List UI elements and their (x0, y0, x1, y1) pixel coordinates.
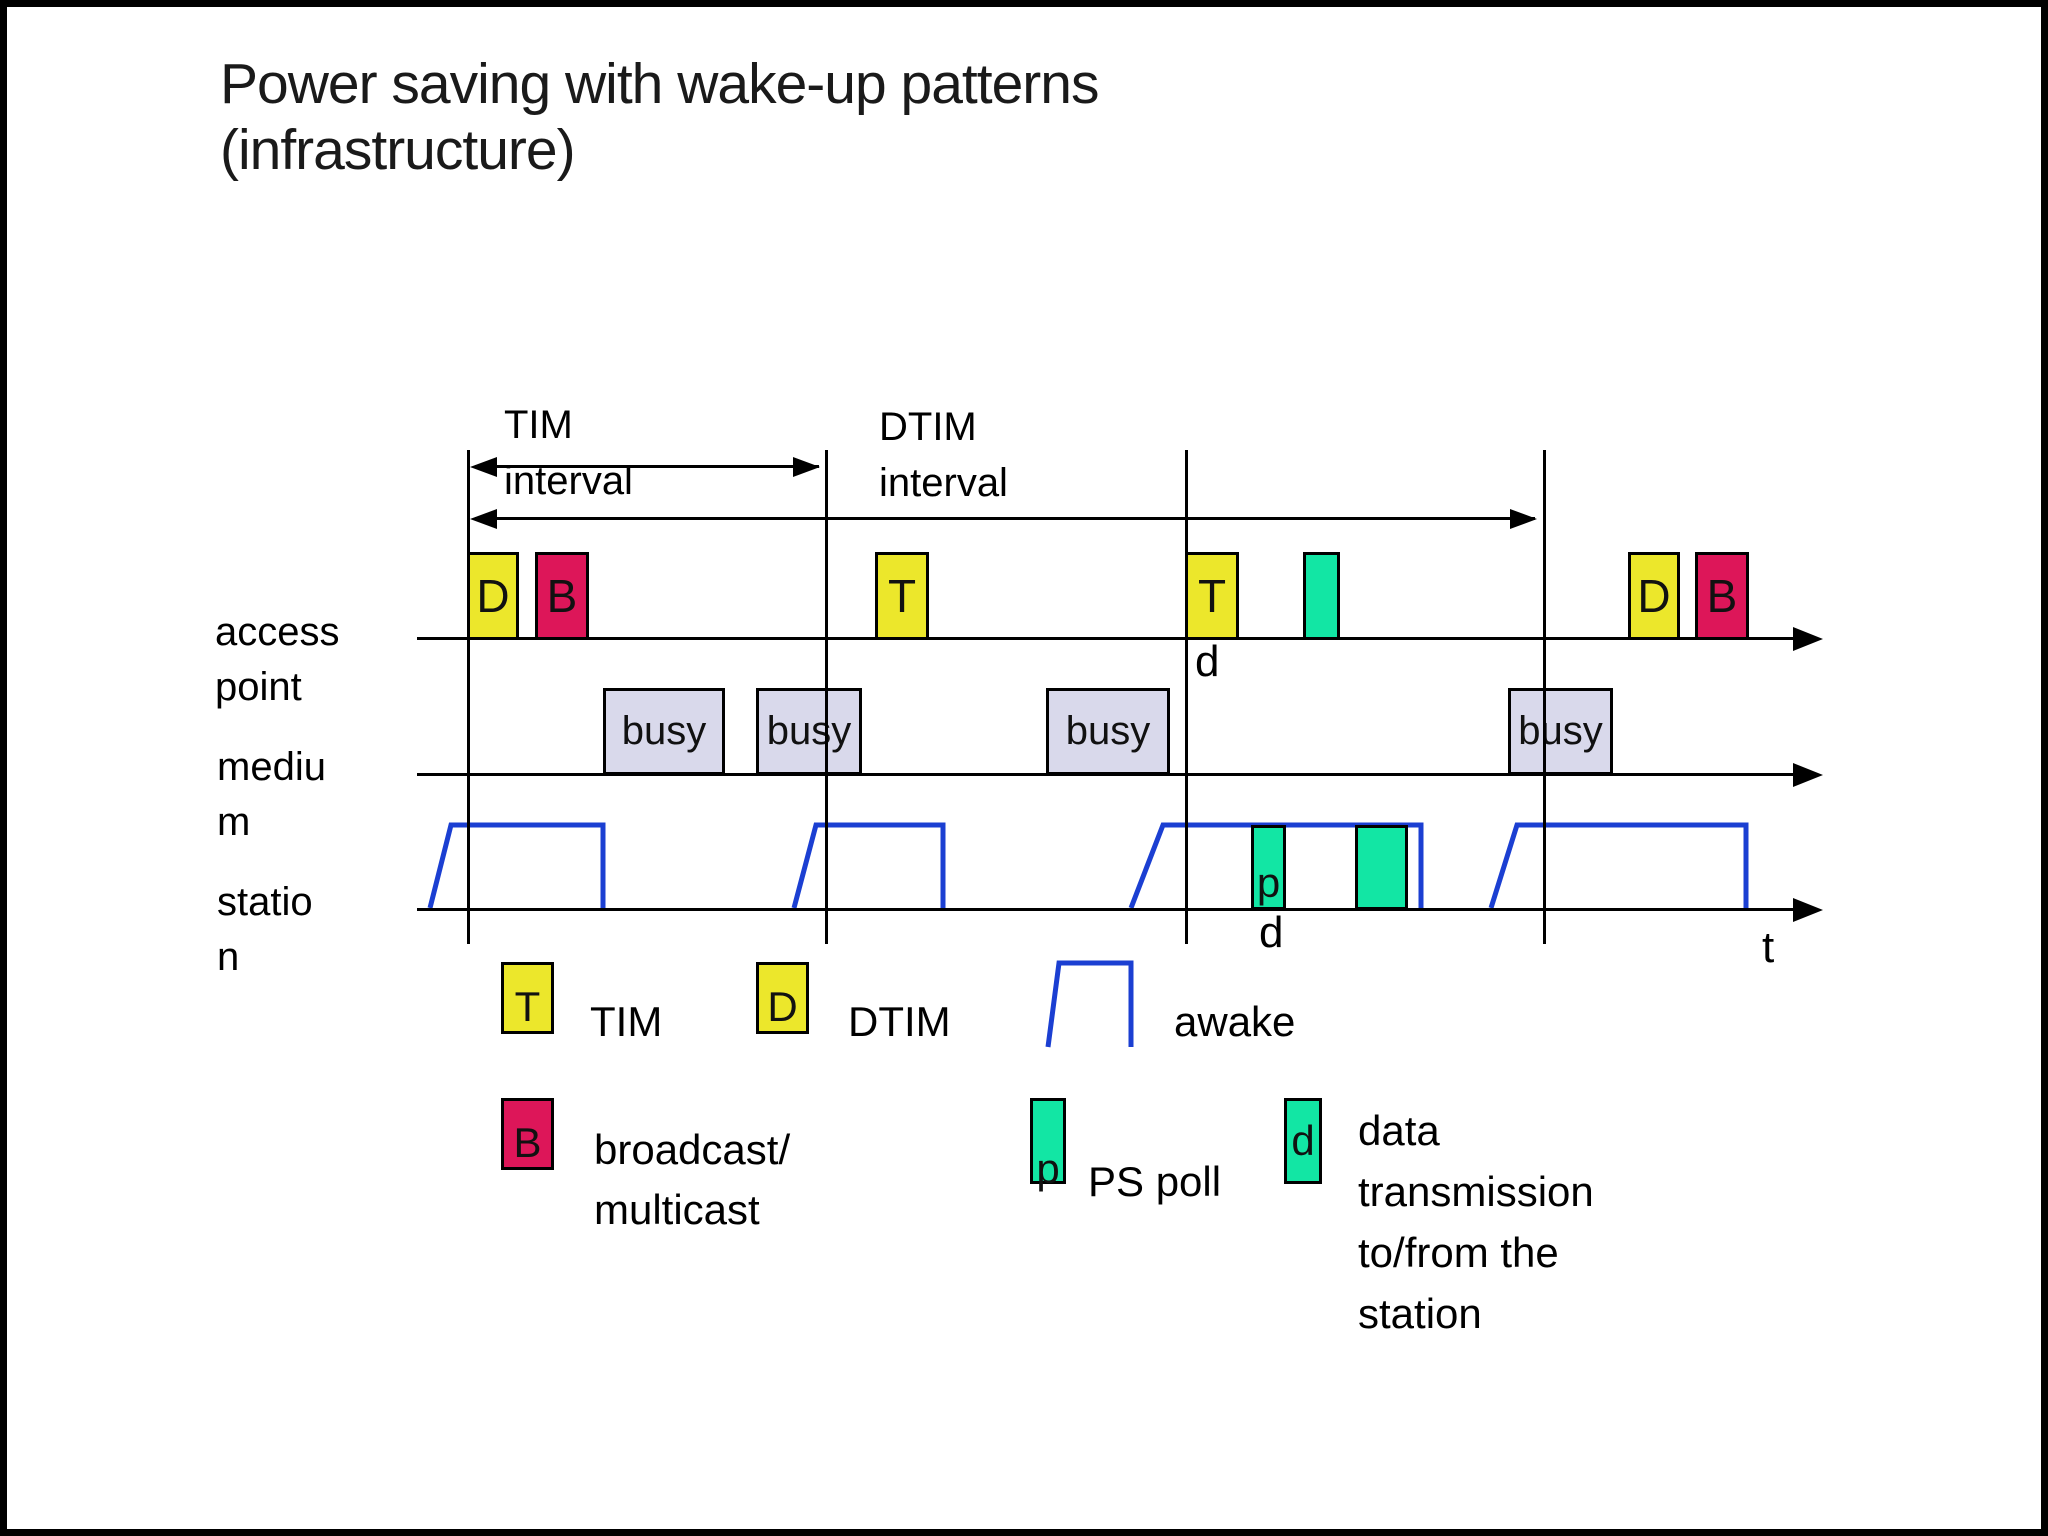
medium-axis-label-line2: m (217, 800, 251, 844)
ap-data-frame (1303, 552, 1340, 640)
legend-tim-box: T (501, 962, 554, 1034)
legend-data-label-line1: data (1358, 1107, 1440, 1154)
station-ps-poll-frame: p (1251, 825, 1286, 910)
legend-tim-box-label: T (514, 983, 541, 1030)
legend-dtim-label: DTIM (848, 998, 951, 1045)
station-timeline-arrowhead (1793, 898, 1823, 922)
dtim-interval-arrow (475, 517, 1535, 520)
medium-timeline-arrowhead (1793, 763, 1823, 787)
time-axis-label: t (1762, 923, 1775, 972)
station-awake-waveform (427, 822, 1749, 1048)
busy-box-1: busy (603, 688, 725, 775)
dtim-interval-label: DTIM interval (879, 399, 1008, 511)
ap-dtim-frame-1: D (467, 552, 519, 640)
busy-box-4-label: busy (1518, 709, 1603, 753)
tim-interval-arrow (475, 465, 819, 468)
legend-data-box: d (1284, 1098, 1322, 1184)
legend-ps-poll-label: PS poll (1088, 1158, 1222, 1205)
legend-broadcast-label-line2: multicast (594, 1186, 760, 1233)
ap-tim-frame-1-label: T (887, 570, 917, 622)
access-point-timeline (417, 637, 1799, 640)
medium-axis-label: mediu m (217, 740, 326, 850)
station-data-frame (1355, 825, 1408, 910)
beacon-boundary-line-1 (467, 450, 470, 944)
ap-dtim-frame-2: D (1628, 552, 1680, 640)
ap-broadcast-frame-2: B (1695, 552, 1749, 640)
dtim-interval-arrowhead-right (1510, 509, 1537, 529)
legend-data-label-line2: transmission (1358, 1168, 1594, 1215)
station-axis-label-line1: statio (217, 880, 313, 924)
legend-data-label-line3: to/from the (1358, 1229, 1559, 1276)
ap-broadcast-frame-1: B (535, 552, 589, 640)
busy-box-2: busy (756, 688, 862, 775)
access-point-timeline-arrowhead (1793, 627, 1823, 651)
station-axis-label-line2: n (217, 935, 240, 979)
awake-pulse-4 (1488, 822, 1749, 909)
legend-ps-poll-box-label: p (1036, 1145, 1060, 1192)
ap-tim-frame-2-label: T (1197, 570, 1227, 622)
medium-axis-label-line1: mediu (217, 745, 326, 789)
ap-broadcast-frame-1-label: B (546, 570, 578, 622)
access-point-axis-label: access point (215, 605, 340, 715)
beacon-boundary-line-4 (1543, 450, 1546, 944)
beacon-boundary-line-3 (1185, 450, 1188, 944)
legend-awake-label: awake (1174, 998, 1296, 1045)
busy-box-3-label: busy (1065, 709, 1151, 753)
awake-pulse-3 (1128, 822, 1424, 909)
station-ps-poll-frame-label: p (1256, 859, 1281, 906)
legend-ps-poll-box: p (1030, 1098, 1066, 1192)
legend-broadcast-label-line1: broadcast/ (594, 1126, 791, 1173)
legend-data-box-label: d (1291, 1117, 1315, 1164)
legend-awake-pulse (1045, 960, 1134, 1048)
page-title-line2: (infrastructure) (220, 118, 576, 182)
ap-tim-frame-2: T (1185, 552, 1239, 640)
station-timeline (417, 908, 1799, 911)
station-axis-label: statio n (217, 875, 313, 985)
page-title: Power saving with wake-up patterns (infr… (220, 51, 1099, 183)
dtim-interval-arrowhead-left (470, 509, 497, 529)
tim-interval-arrowhead-left (470, 457, 497, 477)
legend-data-label: data transmission to/from the station (1358, 1100, 1594, 1344)
tim-interval-arrowhead-right (793, 457, 820, 477)
beacon-boundary-line-2 (825, 450, 828, 944)
ap-data-marker: d (1195, 637, 1220, 686)
legend-data-label-line4: station (1358, 1290, 1482, 1337)
access-point-axis-label-line1: access (215, 610, 340, 654)
ap-broadcast-frame-2-label: B (1706, 570, 1738, 622)
legend-dtim-box: D (756, 962, 809, 1034)
awake-pulse-1 (427, 822, 606, 909)
busy-box-1-label: busy (621, 709, 707, 753)
busy-box-4: busy (1508, 688, 1613, 775)
access-point-axis-label-line2: point (215, 665, 302, 709)
legend-broadcast-box-label: B (513, 1119, 542, 1166)
ap-tim-frame-1: T (875, 552, 929, 640)
ap-dtim-frame-2-label: D (1637, 570, 1671, 622)
legend-broadcast-label: broadcast/ multicast (594, 1120, 790, 1240)
legend-broadcast-box: B (501, 1098, 554, 1170)
busy-box-3: busy (1046, 688, 1170, 775)
dtim-interval-label-line2: interval (879, 461, 1008, 505)
ap-dtim-frame-1-label: D (476, 570, 510, 622)
tim-interval-label-line1: TIM (504, 403, 573, 447)
dtim-interval-label-line1: DTIM (879, 405, 977, 449)
legend-dtim-box-label: D (767, 983, 798, 1030)
legend-tim-label: TIM (590, 998, 663, 1045)
page-title-line1: Power saving with wake-up patterns (220, 52, 1099, 116)
station-data-marker: d (1259, 908, 1284, 957)
busy-box-2-label: busy (766, 709, 852, 753)
awake-pulse-2 (791, 822, 946, 909)
